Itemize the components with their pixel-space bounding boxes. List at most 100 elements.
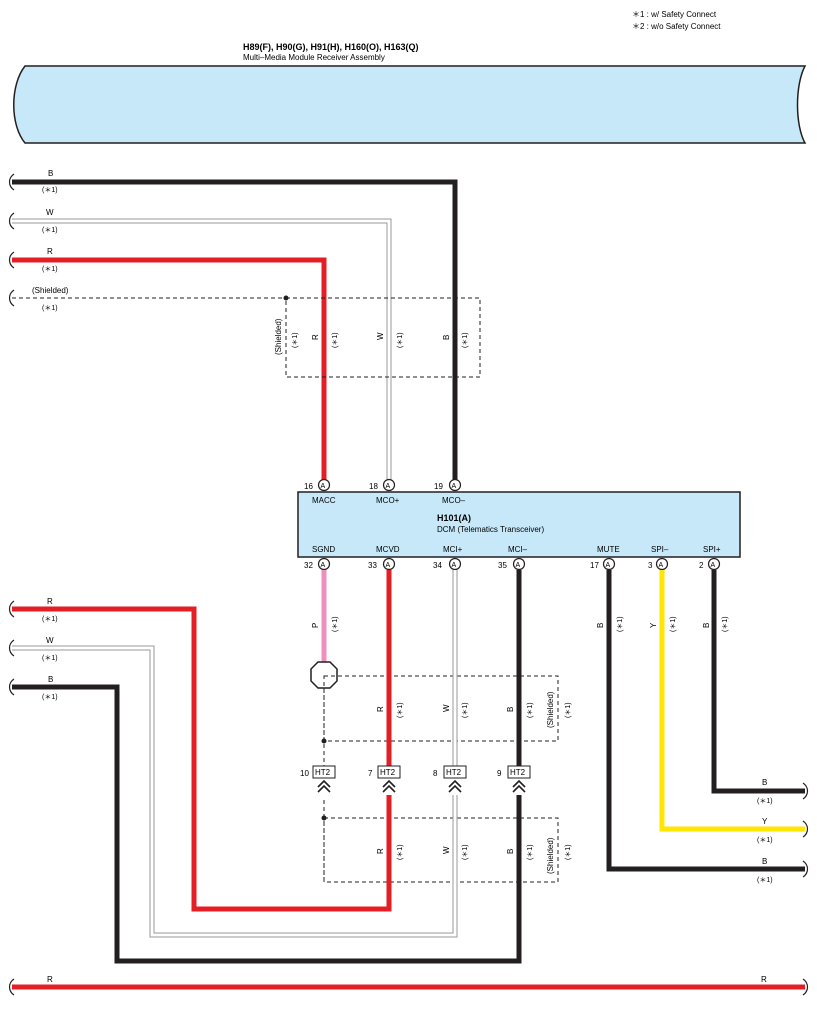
pin-name: MCO+ (376, 496, 400, 505)
dcm-box (297, 491, 741, 558)
dcm-code: H101(A) (437, 513, 471, 523)
note-label: (＊1) (462, 844, 469, 860)
connector-letter: A (659, 562, 664, 569)
note-label: (＊1) (565, 844, 572, 860)
wire-label: W (376, 332, 385, 340)
note-label: (＊1) (527, 844, 534, 860)
note-label: (＊1) (42, 616, 58, 623)
dcm-bottom-pin-spi-plus: SPI+ 2 A (699, 545, 721, 571)
shield-label: (Shielded) (546, 691, 555, 728)
dcm-bottom-pin-sgnd: SGND 32 A (304, 545, 335, 571)
top-component-name: Multi–Media Module Receiver Assembly (243, 53, 385, 62)
wire-label: W (442, 704, 451, 712)
connector-label: HT2 (510, 768, 526, 777)
note-label: (＊1) (332, 332, 339, 348)
note-label: (＊1) (332, 616, 339, 632)
wire-red-mcvd (12, 570, 392, 912)
shield-box-lower-1 (323, 675, 559, 742)
wire-label: B (506, 707, 515, 712)
pin-number: 17 (590, 561, 599, 570)
pin-number: 10 (300, 769, 309, 778)
dcm-name: DCM (Telematics Transceiver) (437, 525, 544, 534)
wire-label: B (506, 849, 515, 854)
pin-number: 18 (369, 482, 378, 491)
note-label: (＊1) (397, 702, 404, 718)
pin-name: SGND (312, 545, 335, 554)
pin-number: 16 (304, 482, 313, 491)
dcm-top-pin-macc: 16 A MACC (304, 478, 336, 505)
shield-box-upper (285, 297, 481, 378)
note-label: (＊1) (42, 187, 58, 194)
note-label: (＊1) (462, 332, 469, 348)
multimedia-receiver-box (13, 65, 807, 144)
ht2-connector-pin-7: 7 HT2 (368, 765, 401, 793)
connector-letter: A (321, 562, 326, 569)
shield-box-lower-2 (323, 817, 559, 883)
pin-name: MCVD (376, 545, 400, 554)
legend-note-2: ＊2 : w/o Safety Connect (632, 22, 721, 31)
pin-number: 33 (368, 561, 377, 570)
pin-name: MCI+ (443, 545, 463, 554)
note-label: (＊1) (617, 616, 624, 632)
note-label: (＊1) (527, 702, 534, 718)
wire-label: R (311, 334, 320, 340)
wire-label: P (311, 623, 320, 628)
connector-letter: A (452, 483, 457, 490)
connector-letter: A (386, 562, 391, 569)
wire-label: B (702, 623, 711, 628)
note-label: (＊1) (42, 266, 58, 273)
wire-label-b-mute: B (762, 857, 767, 866)
dcm-top-pin-mco-minus: 19 A MCO– (434, 478, 466, 505)
dcm-top-pin-mco-plus: 18 A MCO+ (369, 478, 400, 505)
wire-black-mco-minus (12, 179, 458, 480)
legend-note-1: ＊1 : w/ Safety Connect (632, 10, 717, 19)
wire-label-r-upper: R (47, 247, 53, 256)
dcm-bottom-pin-mci-plus: MCI+ 34 A (433, 545, 463, 571)
dcm-bottom-pin-spi-minus: SPI– 3 A (648, 545, 669, 571)
pin-number: 35 (498, 561, 507, 570)
pin-number: 19 (434, 482, 443, 491)
pin-number: 2 (699, 561, 704, 570)
connector-letter: A (386, 483, 391, 490)
pin-number: 7 (368, 769, 373, 778)
note-label: (＊1) (42, 655, 58, 662)
dcm-bottom-pin-mcvd: MCVD 33 A (368, 545, 400, 571)
wire-label-b-upper: B (48, 169, 53, 178)
note-label: (＊1) (462, 702, 469, 718)
note-label: (＊1) (565, 702, 572, 718)
wire-black-mute (606, 570, 805, 872)
note-label: (＊1) (42, 305, 58, 312)
shield-ground-symbol (310, 661, 338, 689)
pin-name: MACC (312, 496, 336, 505)
pin-number: 8 (433, 769, 438, 778)
note-label: (＊1) (670, 616, 677, 632)
connector-letter: A (452, 562, 457, 569)
wire-label: B (442, 335, 451, 340)
wire-black-spi-plus (711, 570, 805, 794)
connector-letter: A (516, 562, 521, 569)
note-label: (＊1) (757, 877, 773, 884)
wire-label-y-spi-minus: Y (762, 817, 768, 826)
wire-red-macc (12, 257, 327, 480)
pin-name: MCO– (442, 496, 466, 505)
connector-label: HT2 (446, 768, 462, 777)
pin-name: MCI– (508, 545, 528, 554)
wire-label-w-lower: W (46, 636, 54, 645)
wire-label-w-upper: W (46, 208, 54, 217)
connector-letter: A (711, 562, 716, 569)
wire-black-mci-minus (12, 570, 522, 964)
wire-label: R (376, 848, 385, 854)
note-label: (＊1) (292, 332, 299, 348)
note-label: (＊1) (722, 616, 729, 632)
pin-number: 32 (304, 561, 313, 570)
pin-name: MUTE (597, 545, 620, 554)
note-label: (＊1) (42, 227, 58, 234)
note-label: (＊1) (42, 694, 58, 701)
ht2-connector-pin-10: 10 HT2 (300, 765, 336, 793)
note-label: (＊1) (397, 332, 404, 348)
note-label: (＊1) (397, 844, 404, 860)
connector-letter: A (321, 483, 326, 490)
shield-label: (Shielded) (546, 837, 555, 874)
pin-name: SPI+ (703, 545, 721, 554)
